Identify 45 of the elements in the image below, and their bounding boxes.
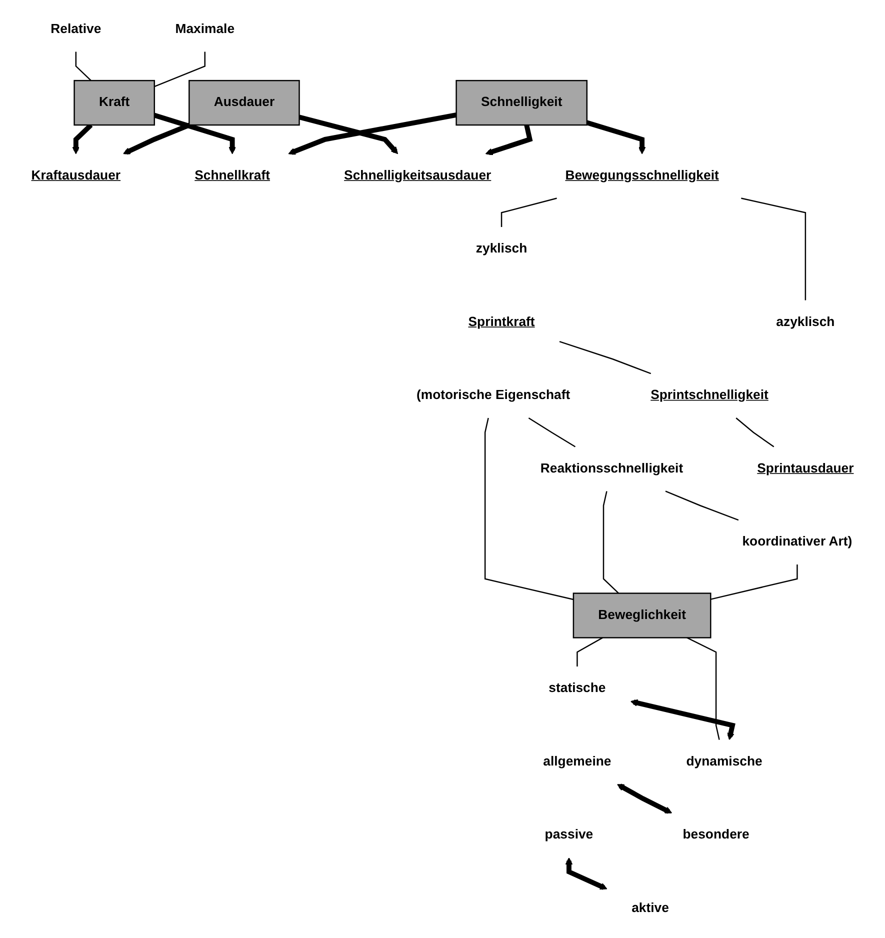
arrow: [288, 112, 457, 155]
node-box: [456, 80, 588, 126]
node-text: (motorische Eigenschaft: [416, 388, 570, 402]
connector: [528, 417, 576, 448]
connector: [741, 198, 806, 300]
connector: [736, 418, 774, 448]
node-box: [74, 80, 155, 126]
node-text: Schnellkraft: [194, 168, 270, 183]
node-text: koordinativer Art): [742, 534, 852, 549]
connector: [559, 341, 652, 374]
node-text: Maximale: [175, 22, 235, 36]
node-text: zyklisch: [476, 242, 528, 256]
node-text: allgemeine: [543, 754, 612, 769]
node-text: Sprintschnelligkeit: [650, 388, 768, 402]
connector: [484, 418, 574, 600]
node-text: Relative: [50, 22, 102, 36]
node-text: Bewegungsschnelligkeit: [565, 168, 719, 183]
connector: [75, 52, 92, 82]
node-text: Reaktionsschnelligkeit: [540, 462, 684, 476]
arrow: [586, 120, 646, 154]
node-text: dynamische: [686, 754, 762, 769]
node-text: Kraftausdauer: [31, 168, 121, 183]
node-text: besondere: [682, 828, 750, 842]
arrow: [630, 699, 736, 740]
connector: [576, 637, 603, 666]
connector: [602, 491, 620, 594]
connector: [500, 198, 557, 228]
connector: [154, 52, 206, 88]
node-text: aktive: [632, 901, 669, 916]
arrow: [617, 784, 672, 814]
node-text: Sprintausdauer: [757, 462, 854, 476]
node-text: Sprintkraft: [468, 315, 535, 330]
node-box: [572, 592, 712, 638]
node-text: Schnelligkeitsausdauer: [344, 168, 492, 183]
arrow: [565, 857, 608, 890]
arrow: [298, 114, 398, 154]
arrow: [485, 124, 533, 156]
connector: [686, 637, 720, 740]
arrow: [154, 112, 236, 154]
node-box: [188, 80, 300, 126]
node-text: passive: [544, 828, 594, 842]
connector: [665, 490, 739, 521]
connector: [710, 564, 798, 600]
node-text: statische: [548, 681, 606, 696]
node-text: azyklisch: [776, 315, 835, 330]
